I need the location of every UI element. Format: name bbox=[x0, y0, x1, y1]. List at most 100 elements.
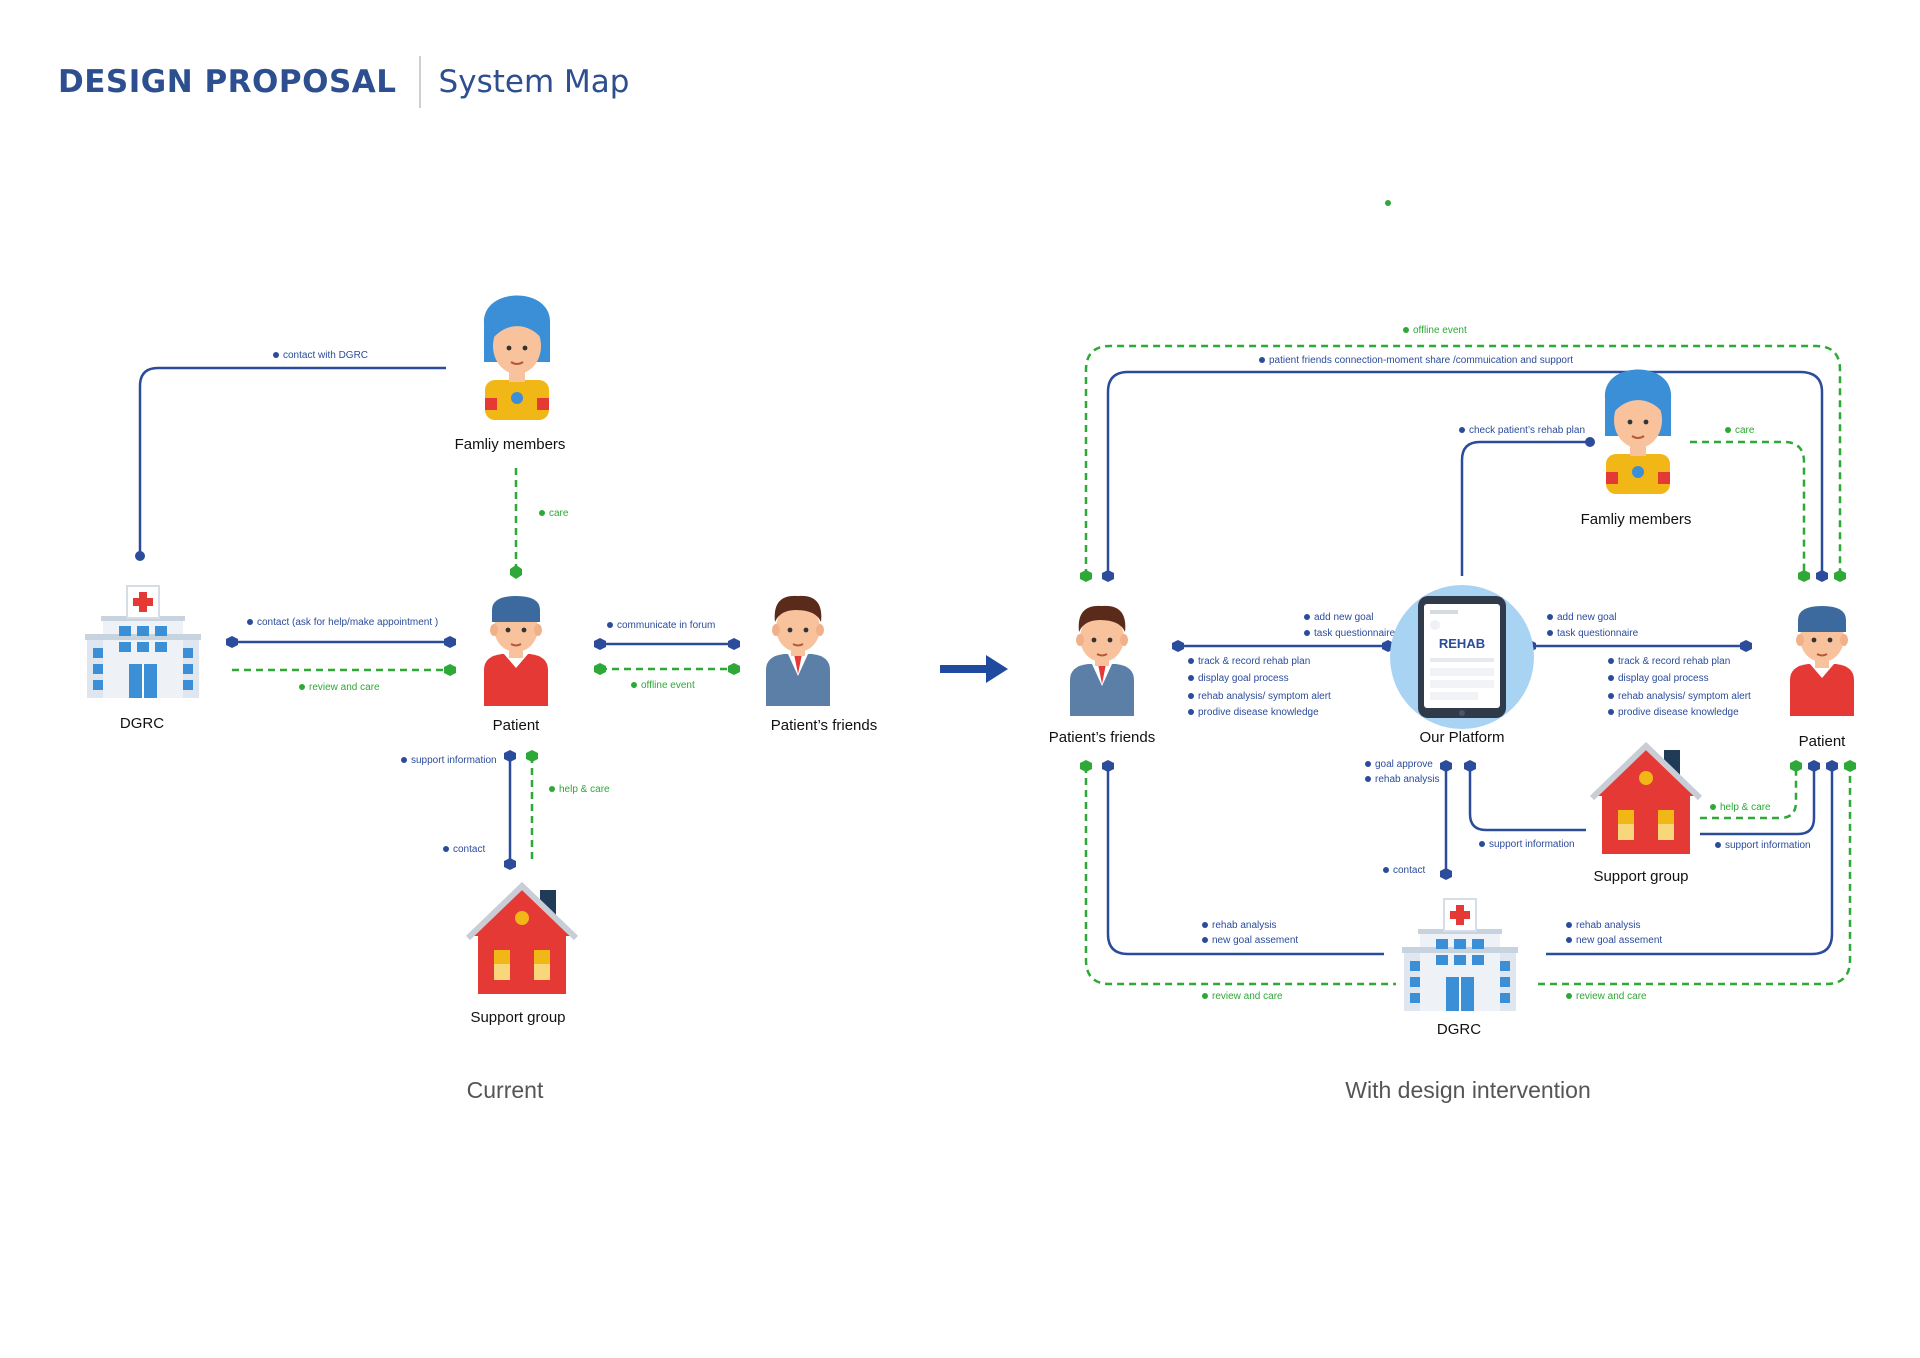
edge-patient-dgrc-blue bbox=[1546, 766, 1834, 956]
transition-arrow-icon bbox=[940, 655, 1008, 683]
edge-label-dot bbox=[1365, 776, 1371, 782]
edge-label-dot bbox=[607, 622, 613, 628]
edge-label-knowledge-right: prodive disease knowledge bbox=[1618, 707, 1739, 718]
edge-node bbox=[728, 638, 740, 650]
edge-label-alert-left: rehab analysis/ symptom alert bbox=[1198, 691, 1331, 702]
edge-node bbox=[444, 636, 456, 648]
edge-label-new-goal-left: new goal assement bbox=[1212, 935, 1298, 946]
edge-label-help-care: help & care bbox=[1720, 802, 1771, 813]
edge-contact-dgrc bbox=[138, 366, 446, 556]
hospital-icon bbox=[84, 585, 202, 699]
edge-label-track-left: track & record rehab plan bbox=[1198, 656, 1310, 667]
edge-label-dot bbox=[1403, 327, 1409, 333]
edge-label-dot bbox=[1383, 867, 1389, 873]
edge-label-dot bbox=[1188, 658, 1194, 664]
header-divider bbox=[418, 56, 421, 108]
edge-label-dot bbox=[1725, 427, 1731, 433]
node-label-support: Support group bbox=[1593, 868, 1688, 885]
edge-label-dot bbox=[1715, 842, 1721, 848]
edge-label-rehab-analysis-left: rehab analysis bbox=[1212, 920, 1276, 931]
edge-node bbox=[1172, 640, 1184, 652]
edge-label-dot bbox=[1202, 922, 1208, 928]
caption-current: Current bbox=[467, 1077, 544, 1103]
caption-intervention: With design intervention bbox=[1345, 1077, 1590, 1103]
edge-label-offline: offline event bbox=[641, 680, 695, 691]
node-label-family: Famliy members bbox=[1581, 511, 1692, 528]
edge-node bbox=[1464, 760, 1476, 772]
edge-check-plan bbox=[1460, 440, 1590, 576]
family-member-icon bbox=[1603, 368, 1673, 495]
edge-label-offline: offline event bbox=[1413, 325, 1467, 336]
patient-icon bbox=[1789, 605, 1855, 717]
edge-node bbox=[135, 551, 145, 561]
edge-label-dot bbox=[1566, 993, 1572, 999]
node-label-dgrc: DGRC bbox=[120, 715, 164, 732]
house-icon bbox=[1592, 746, 1700, 854]
edge-label-dot bbox=[1608, 693, 1614, 699]
edge-label-dot bbox=[549, 786, 555, 792]
edge-node bbox=[1790, 760, 1802, 772]
patient-icon bbox=[483, 595, 549, 707]
edge-label-add-goal-right: add new goal bbox=[1557, 612, 1617, 623]
edge-node bbox=[594, 638, 606, 650]
edge-care bbox=[1690, 440, 1806, 576]
node-label-patient: Patient bbox=[493, 717, 541, 734]
edge-label-dot bbox=[1202, 993, 1208, 999]
edge-label-dot bbox=[401, 757, 407, 763]
edge-label-connection: patient friends connection-moment share … bbox=[1269, 355, 1573, 366]
edge-node bbox=[1826, 760, 1838, 772]
edge-label-dot bbox=[1202, 937, 1208, 943]
page-subtitle: System Map bbox=[438, 64, 630, 100]
node-label-support: Support group bbox=[470, 1009, 565, 1026]
edge-label-dot bbox=[631, 682, 637, 688]
edge-label-dot bbox=[1566, 937, 1572, 943]
node-label-family: Famliy members bbox=[455, 436, 566, 453]
edge-label-contact-dgrc: contact with DGRC bbox=[283, 350, 368, 361]
edge-node bbox=[1844, 760, 1856, 772]
edge-label-dot bbox=[1188, 693, 1194, 699]
edge-label-dot bbox=[1608, 658, 1614, 664]
edge-label-contact-help: contact (ask for help/make appointment ) bbox=[257, 617, 438, 628]
edge-label-dot bbox=[1259, 357, 1265, 363]
edge-label-support-info: support information bbox=[411, 755, 497, 766]
edge-label-review-care-right: review and care bbox=[1576, 991, 1647, 1002]
edge-label-knowledge-left: prodive disease knowledge bbox=[1198, 707, 1319, 718]
friend-icon bbox=[765, 594, 831, 707]
edge-label-dot bbox=[443, 846, 449, 852]
edge-label-care: care bbox=[1735, 425, 1755, 436]
edge-label-dot bbox=[1608, 675, 1614, 681]
edge-label-support-info-right: support information bbox=[1725, 840, 1811, 851]
edge-label-dot bbox=[1365, 761, 1371, 767]
house-icon bbox=[468, 886, 576, 994]
edge-node bbox=[1816, 570, 1828, 582]
edge-node bbox=[1080, 760, 1092, 772]
edge-node bbox=[510, 565, 522, 579]
edge-node bbox=[1102, 760, 1114, 772]
node-label-friends: Patient’s friends bbox=[1049, 729, 1155, 746]
node-label-patient: Patient bbox=[1799, 733, 1847, 750]
edge-node bbox=[1585, 437, 1595, 447]
friend-icon bbox=[1069, 604, 1135, 717]
edge-node bbox=[1834, 570, 1846, 582]
hospital-icon bbox=[1401, 898, 1519, 1012]
edge-support-info-patient bbox=[1700, 766, 1816, 836]
edge-connection-loop bbox=[1106, 370, 1824, 576]
edge-node bbox=[594, 663, 606, 675]
node-label-dgrc: DGRC bbox=[1437, 1021, 1481, 1038]
edge-node bbox=[504, 750, 516, 762]
edge-label-dot bbox=[299, 684, 305, 690]
edge-label-forum: communicate in forum bbox=[617, 620, 715, 631]
edge-label-review-care-left: review and care bbox=[1212, 991, 1283, 1002]
page-title: DESIGN PROPOSAL bbox=[58, 64, 397, 100]
edge-label-new-goal-right: new goal assement bbox=[1576, 935, 1662, 946]
edge-label-dot bbox=[1547, 614, 1553, 620]
edge-node bbox=[226, 636, 238, 648]
node-label-friends: Patient’s friends bbox=[771, 717, 877, 734]
edge-node bbox=[1798, 570, 1810, 582]
edge-platform-support bbox=[1468, 766, 1586, 832]
edge-label-support-info-left: support information bbox=[1489, 839, 1575, 850]
edge-label-add-goal-left: add new goal bbox=[1314, 612, 1374, 623]
edge-node bbox=[728, 663, 740, 675]
edge-label-dot bbox=[539, 510, 545, 516]
